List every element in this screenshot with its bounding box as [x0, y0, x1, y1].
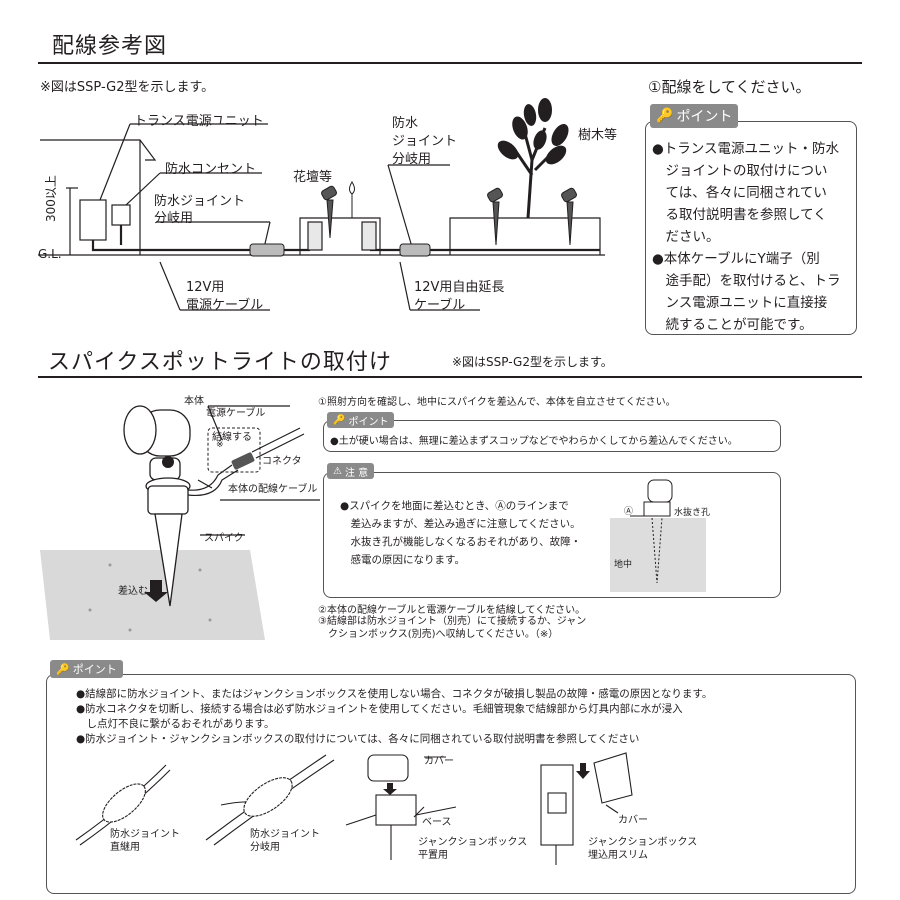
wiring-diagram: [38, 98, 605, 311]
caution-line: 水抜き孔が機能しなくなるおそれがあり、故障・: [340, 536, 582, 548]
label-ext-cable-2: ケーブル: [414, 298, 466, 313]
point-box-wiring: [645, 121, 857, 335]
label-trees: 樹木等: [578, 128, 618, 143]
label-joint-branch-1: 防水ジョイント: [250, 829, 320, 840]
label-power-cable-1: 12V用: [186, 280, 225, 295]
label-joint-top-1: 防水: [392, 116, 419, 131]
caution-line: 差込みますが、差込み過ぎに注意してください。: [340, 518, 581, 530]
label-gl: G.L.: [38, 247, 62, 261]
point-text-soil: ●土が硬い場合は、無理に差込まずスコップなどでやわらかくしてから差込んでください…: [330, 436, 738, 447]
point-line: ●結線部に防水ジョイント、またはジャンクションボックスを使用しない場合、コネクタ…: [76, 688, 713, 700]
model-note: ※図はSSP-G2型を示します。: [40, 80, 215, 95]
step1-text: ①照射方向を確認し、地中にスパイクを差込んで、本体を自立させてください。: [318, 397, 676, 408]
caution-text: ●スパイクを地面に差込むとき、Ⓐのラインまで 差込みますが、差込み過ぎに注意して…: [340, 497, 581, 569]
section-divider: [38, 376, 862, 378]
caution-a-label: Ⓐ: [624, 507, 634, 517]
point-line: 続することが可能です。: [652, 317, 813, 333]
section-title-wiring: 配線参考図: [52, 34, 168, 59]
caution-ground-label: 地中: [614, 560, 633, 570]
key-icon: 🔑: [656, 108, 674, 124]
label-power-cable: 電源ケーブル: [206, 408, 266, 419]
point-line: ンス電源ユニットに直接接: [652, 295, 828, 311]
label-joint-straight-1: 防水ジョイント: [110, 829, 180, 840]
point-line: ●防水ジョイント・ジャンクションボックスの取付けについては、各々に同梱されている…: [76, 733, 640, 745]
label-joint-left-1: 防水ジョイント: [154, 194, 246, 209]
label-insert: 差込む: [118, 586, 148, 597]
key-icon: 🔑: [56, 662, 70, 676]
label-joint-top-2: ジョイント: [392, 134, 458, 149]
label-wire-connect-1: 結線する: [212, 432, 252, 443]
label-base: ベース: [422, 817, 452, 828]
label-joint-top-3: 分岐用: [392, 152, 432, 167]
label-spike: スパイク: [204, 533, 244, 544]
label-jbox-slim-2: 埋込用スリム: [588, 850, 648, 861]
point-line: ださい。: [652, 229, 720, 245]
key-icon: 🔑: [333, 414, 346, 426]
label-outlet: 防水コンセント: [165, 162, 257, 177]
point-box-soil: [323, 420, 781, 452]
point-badge: 🔑ポイント: [650, 104, 739, 128]
caution-line: ●スパイクを地面に差込むとき、Ⓐのラインまで: [340, 500, 569, 512]
label-body-cable: 本体の配線ケーブル: [228, 484, 318, 495]
step3-line: ③結線部は防水ジョイント（別売）にて接続するか、ジャン: [318, 616, 587, 627]
point-text-wiring: ●トランス電源ユニット・防水 ジョイントの取付けについ ては、各々に同梱されてい…: [652, 138, 840, 336]
label-joint-left-2: 分岐用: [154, 211, 194, 226]
step3-line: クションボックス(別売)へ収納してください。（※）: [318, 629, 559, 640]
label-jbox-flat-1: ジャンクションボックス: [418, 837, 528, 848]
point-line: し点灯不良に繋がるおそれがあります。: [76, 718, 275, 730]
label-transformer: トランス電源ユニット: [134, 114, 264, 129]
point-line: ●防水コネクタを切断し、接続する場合は必ず防水ジョイントを使用してください。毛細…: [76, 703, 683, 715]
point-line: ●本体ケーブルにY端子（別: [652, 251, 820, 267]
label-connector: コネクタ: [262, 456, 302, 467]
step-wiring: ①配線をしてください。: [648, 78, 811, 96]
caution-line: 感電の原因になります。: [340, 554, 465, 566]
section-title-install: スパイクスポットライトの取付け: [48, 350, 392, 375]
label-cover2: カバー: [618, 815, 648, 826]
label-flowerbed: 花壇等: [293, 170, 333, 185]
model-note-2: ※図はSSP-G2型を示します。: [452, 355, 613, 369]
step3-text: ③結線部は防水ジョイント（別売）にて接続するか、ジャン クションボックス(別売)…: [318, 615, 586, 641]
spike-light-illustration: [40, 405, 320, 640]
caution-drain-label: 水抜き孔: [674, 508, 711, 518]
label-cover: カバー: [424, 756, 454, 767]
caution-badge: ⚠注 意: [327, 463, 375, 479]
point-badge: 🔑ポイント: [50, 660, 123, 678]
label-power-cable-2: 電源ケーブル: [186, 298, 264, 313]
accessories-illustration: [75, 752, 633, 865]
label-wire-connect-2: ※: [216, 440, 224, 450]
label-joint-straight-2: 直継用: [110, 842, 140, 853]
section-divider: [38, 62, 862, 64]
label-height: 300以上: [44, 175, 58, 222]
point-line: る取付説明書を参照してく: [652, 207, 827, 223]
point-box-joints: [46, 674, 856, 894]
point-badge: 🔑ポイント: [327, 412, 395, 428]
point-line: ●トランス電源ユニット・防水: [652, 141, 840, 157]
step2-text: ②本体の配線ケーブルと電源ケーブルを結線してください。: [318, 605, 586, 616]
label-body: 本体: [184, 396, 204, 407]
label-jbox-flat-2: 平置用: [418, 850, 448, 861]
point-line: 途手配）を取付けると、トラ: [652, 273, 841, 289]
point-line: ジョイントの取付けについ: [652, 163, 828, 179]
warning-icon: ⚠: [333, 465, 342, 477]
joint-icon: [249, 243, 431, 257]
label-ext-cable-1: 12V用自由延長: [414, 280, 505, 295]
label-joint-branch-2: 分岐用: [250, 842, 280, 853]
label-jbox-slim-1: ジャンクションボックス: [588, 837, 698, 848]
point-line: ては、各々に同梱されてい: [652, 185, 827, 201]
point-text-joints: ●結線部に防水ジョイント、またはジャンクションボックスを使用しない場合、コネクタ…: [76, 687, 712, 747]
caution-figure: [610, 479, 706, 592]
